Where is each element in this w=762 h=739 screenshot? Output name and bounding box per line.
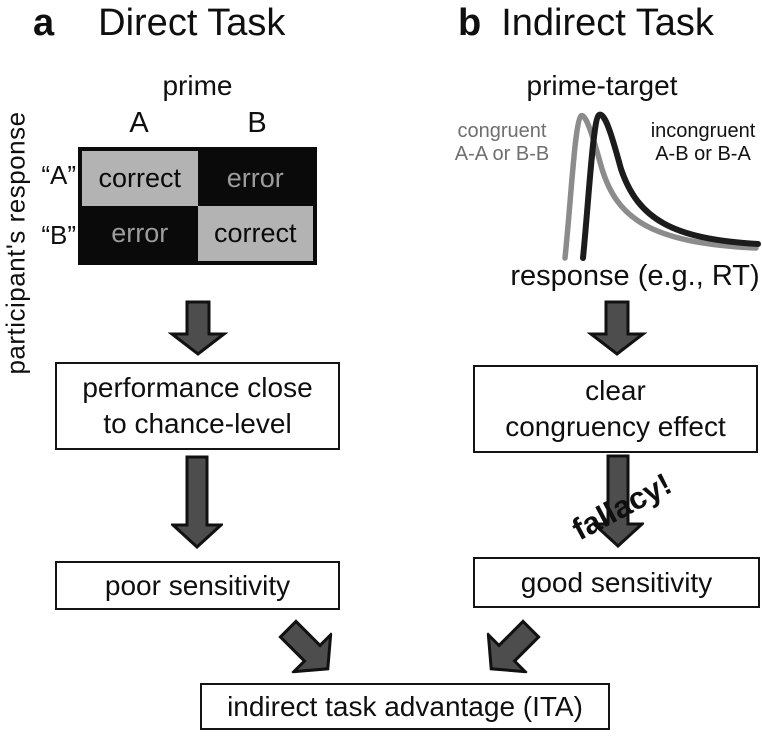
prime-label: prime: [162, 70, 233, 101]
matrix-cell-error-ba: error: [82, 206, 198, 261]
poor-sensitivity-label: poor sensitivity: [104, 569, 291, 601]
matrix-cell-error-ab: error: [197, 151, 313, 206]
diagonal-arrow-down-left-icon: [486, 619, 541, 674]
diagonal-arrow-down-right-icon: [278, 619, 333, 674]
matrix-column-headers: A B: [80, 107, 316, 140]
panel-a-title: Direct Task: [98, 2, 286, 44]
incongruent-label-line2: A-B or B-A: [655, 143, 751, 165]
congruency-effect-line2: congruency effect: [505, 411, 726, 442]
down-arrow-icon: [592, 454, 644, 548]
panel-a-tag: a: [33, 2, 55, 44]
down-arrow-icon: [168, 300, 228, 356]
good-sensitivity-box: good sensitivity: [473, 557, 760, 608]
rt-distribution-plot: [562, 111, 761, 261]
performance-box: performance close to chance-level: [55, 362, 340, 450]
panel-b-tag: b: [458, 2, 482, 44]
congruent-label: congruent A-A or B-B: [446, 120, 558, 166]
ita-label: indirect task advantage (ITA): [227, 690, 583, 722]
matrix-col-header-a: A: [129, 107, 149, 139]
panel-b-heading: b Indirect Task: [458, 2, 714, 44]
prime-target-label: prime-target: [526, 70, 678, 101]
congruent-label-line2: A-A or B-B: [454, 143, 550, 165]
response-matrix: correct error error correct: [78, 147, 317, 265]
congruency-effect-box: clear congruency effect: [473, 365, 758, 453]
panel-b-title: Indirect Task: [501, 2, 714, 44]
response-axis-label: response (e.g., RT): [510, 260, 760, 292]
incongruent-curve: [580, 111, 761, 261]
congruent-label-line1: congruent: [457, 120, 547, 142]
incongruent-label-line1: incongruent: [650, 120, 756, 142]
down-arrow-icon: [171, 455, 223, 549]
matrix-row-header-a: “A”: [41, 160, 76, 190]
matrix-cell-correct-bb: correct: [197, 206, 313, 261]
poor-sensitivity-box: poor sensitivity: [55, 561, 340, 610]
ita-box: indirect task advantage (ITA): [200, 683, 610, 730]
matrix-row-header-b: “B”: [41, 220, 76, 250]
panel-a-heading: a Direct Task: [33, 2, 285, 44]
congruency-effect-line1: clear: [585, 375, 646, 406]
matrix-col-header-b: B: [247, 107, 267, 139]
down-arrow-icon: [587, 300, 647, 356]
good-sensitivity-label: good sensitivity: [520, 566, 713, 598]
incongruent-label: incongruent A-B or B-A: [640, 120, 762, 166]
matrix-cell-correct-aa: correct: [82, 151, 198, 206]
performance-box-line2: to chance-level: [103, 408, 292, 439]
performance-box-line1: performance close: [82, 372, 313, 403]
